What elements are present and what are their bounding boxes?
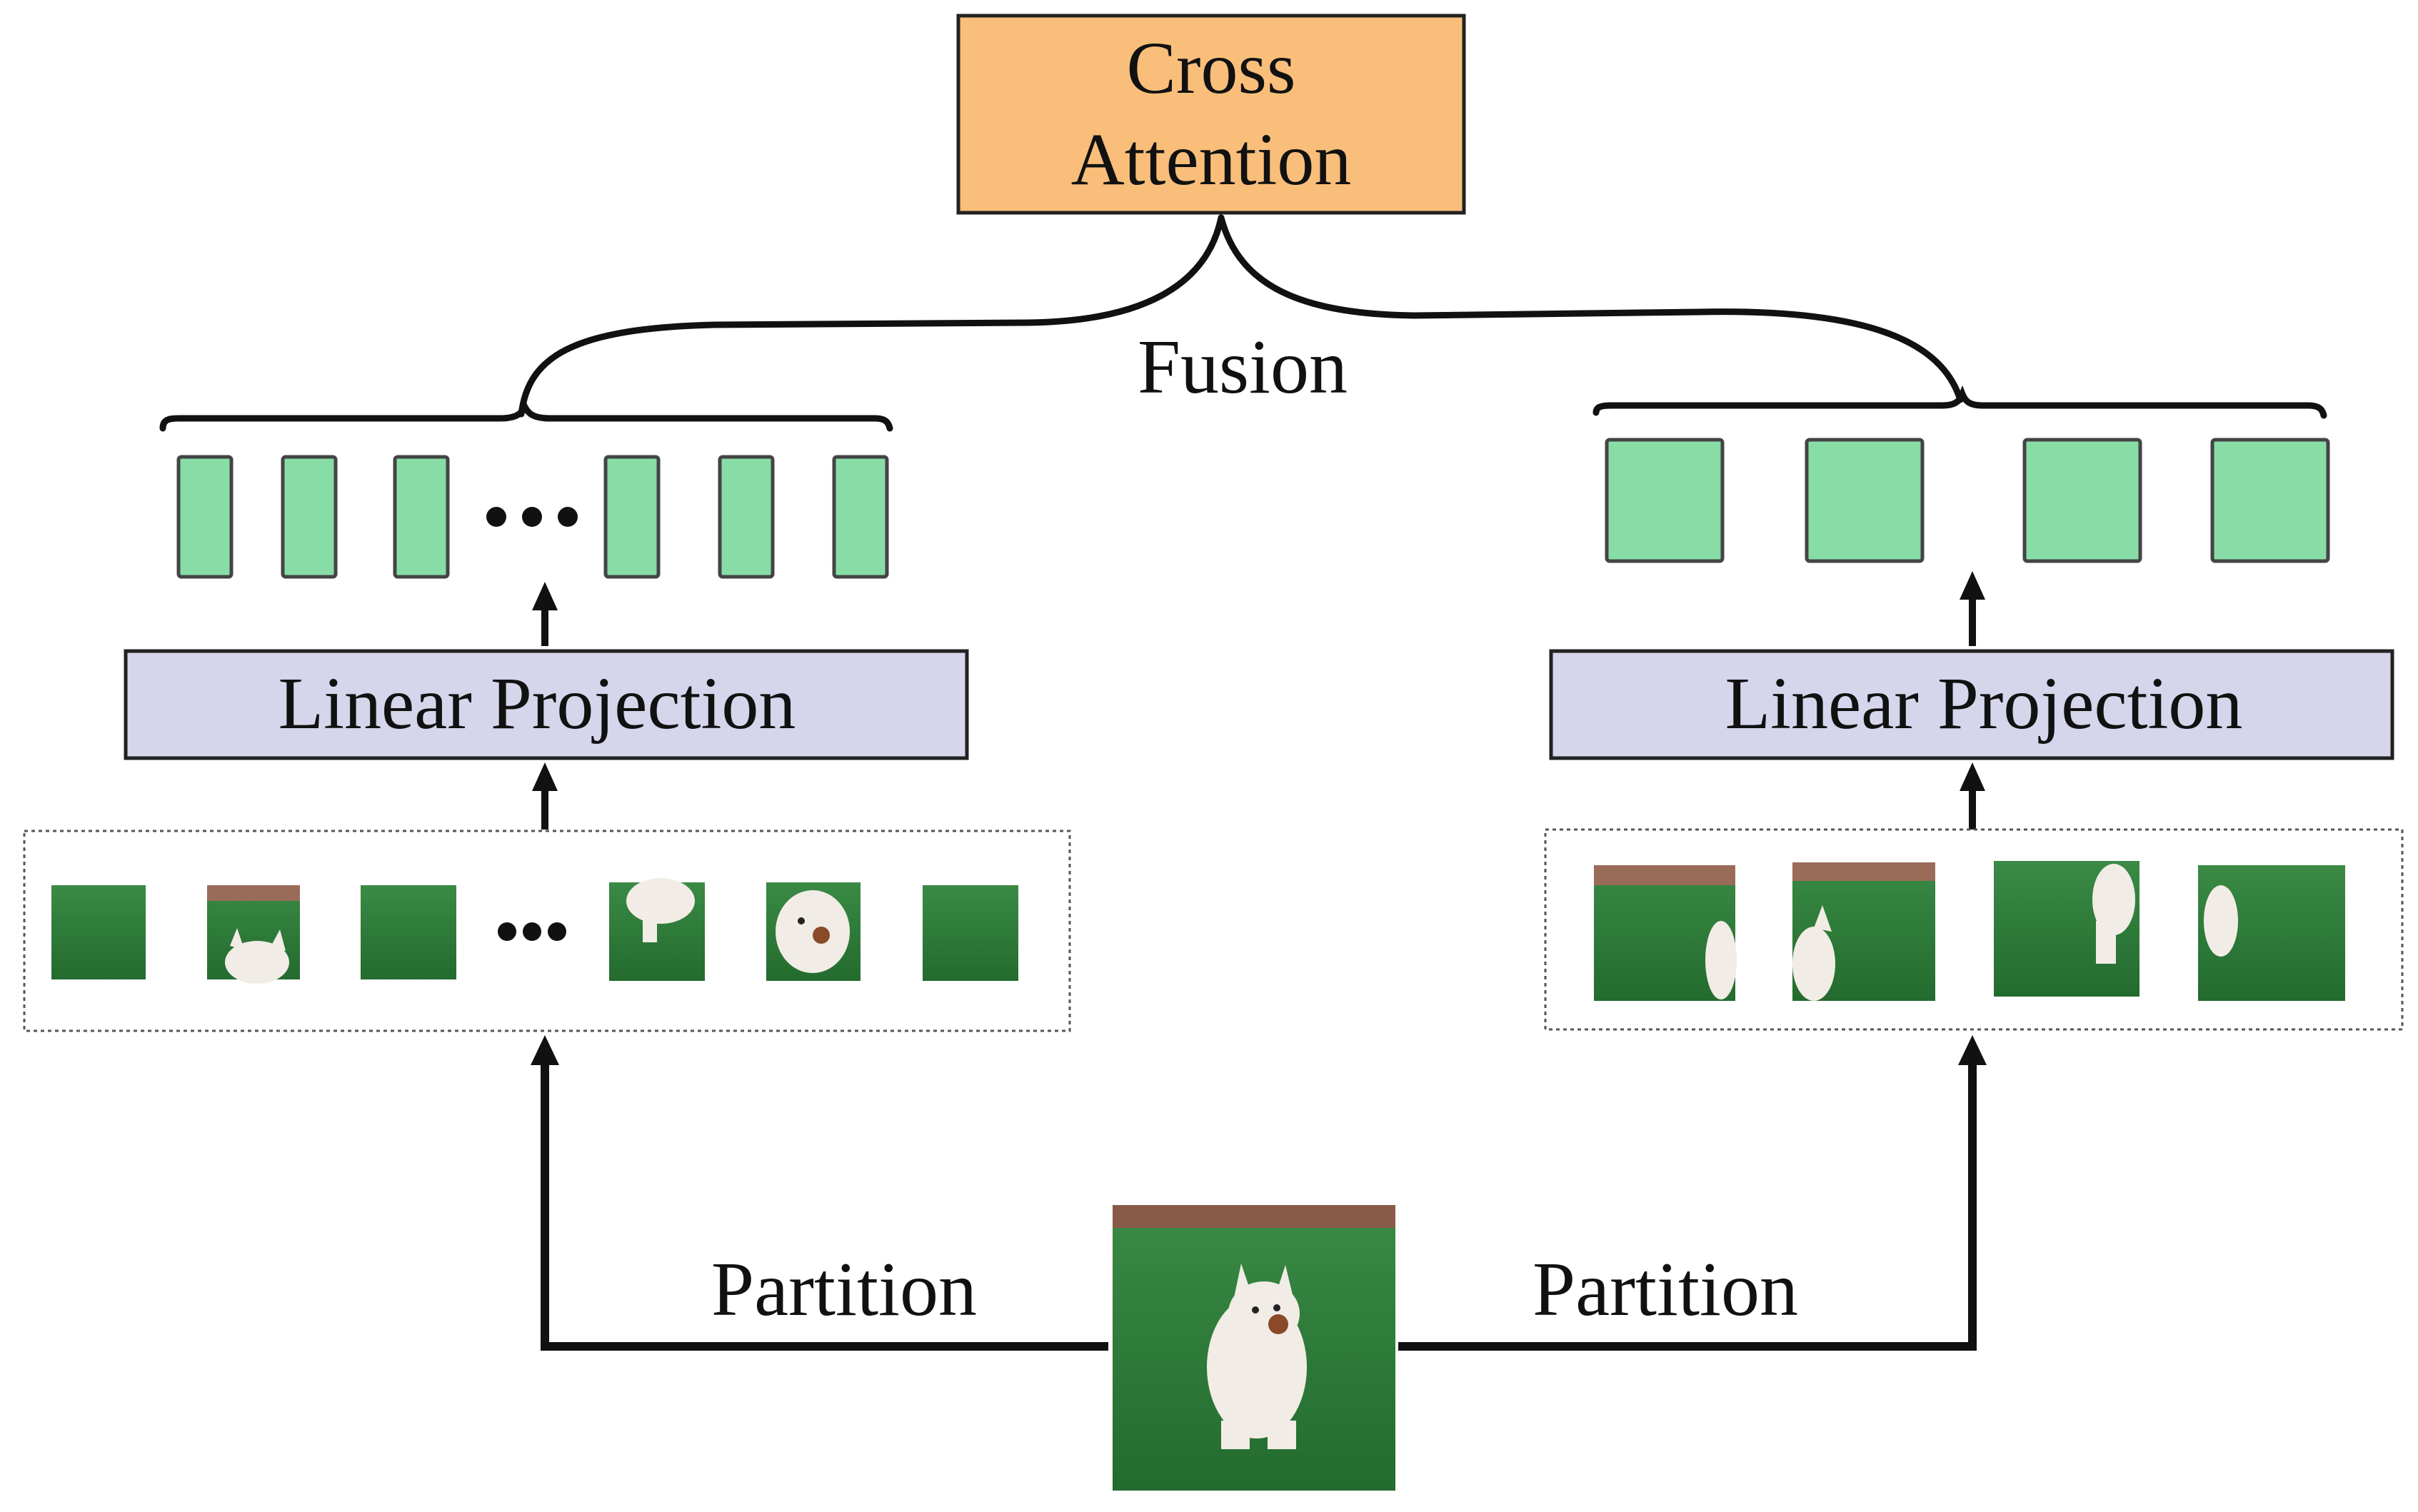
right-patch [1594,865,1737,1001]
left-partition-path [541,1062,1108,1351]
cross-attention-box: Cross Attention [956,14,1466,215]
right-token [1805,438,1925,563]
left-linear-projection-label: Linear Projection [279,662,796,745]
left-token-brace [159,399,893,432]
left-patch [361,885,456,979]
left-patch [766,882,861,981]
source-image [1113,1205,1395,1491]
right-patch [2198,865,2345,1001]
projection-to-token-arrows [532,571,1985,646]
partition-arrows [541,1062,1977,1351]
cross-attention-rect [956,14,1466,215]
fusion-curve-left [518,214,1225,418]
right-token [2022,438,2142,563]
left-token-ellipsis [486,507,578,527]
right-patch [1994,861,2139,997]
left-token [281,455,338,579]
left-patch [609,878,705,981]
right-up-arrowhead [1960,571,1985,600]
right-linear-projection-label: Linear Projection [1725,662,2243,745]
patches-to-projection-arrows [532,762,1985,830]
left-token-row [176,455,889,579]
left-token [718,455,775,579]
left-token [832,455,889,579]
right-partition-arrowhead [1958,1035,1987,1065]
right-token-brace [1592,385,2327,419]
fusion-label: Fusion [1138,325,1348,410]
left-mid-arrowhead [532,762,558,791]
left-up-arrowhead [532,582,558,610]
left-patch [923,885,1018,981]
cross-attention-line1: Cross [1127,27,1296,109]
fusion-curve-right [1218,214,1964,403]
fusion-connector [518,214,1964,418]
right-patch [1792,862,1935,1001]
left-partition-arrowhead [531,1035,559,1065]
right-token [1605,438,1725,563]
right-token-row [1605,438,2330,563]
left-patch-container [23,830,1071,1032]
left-patch [207,885,300,984]
left-partition-label: Partition [711,1247,977,1332]
left-token [176,455,234,579]
right-partition-label: Partition [1532,1247,1798,1332]
left-patch [51,885,146,979]
right-patch-container [1544,828,2404,1031]
right-partition-path [1398,1062,1977,1351]
right-patch-row [1594,861,2345,1001]
right-linear-projection-rect [1549,649,2394,760]
left-patch-row [51,878,1018,984]
left-token [393,455,450,579]
cross-attention-line2: Attention [1071,119,1352,201]
left-linear-projection: Linear Projection [124,649,969,760]
left-linear-projection-rect [124,649,969,760]
right-linear-projection: Linear Projection [1549,649,2394,760]
right-token [2210,438,2330,563]
left-patch-ellipsis [498,922,566,941]
left-token [603,455,661,579]
right-mid-arrowhead [1960,762,1985,791]
